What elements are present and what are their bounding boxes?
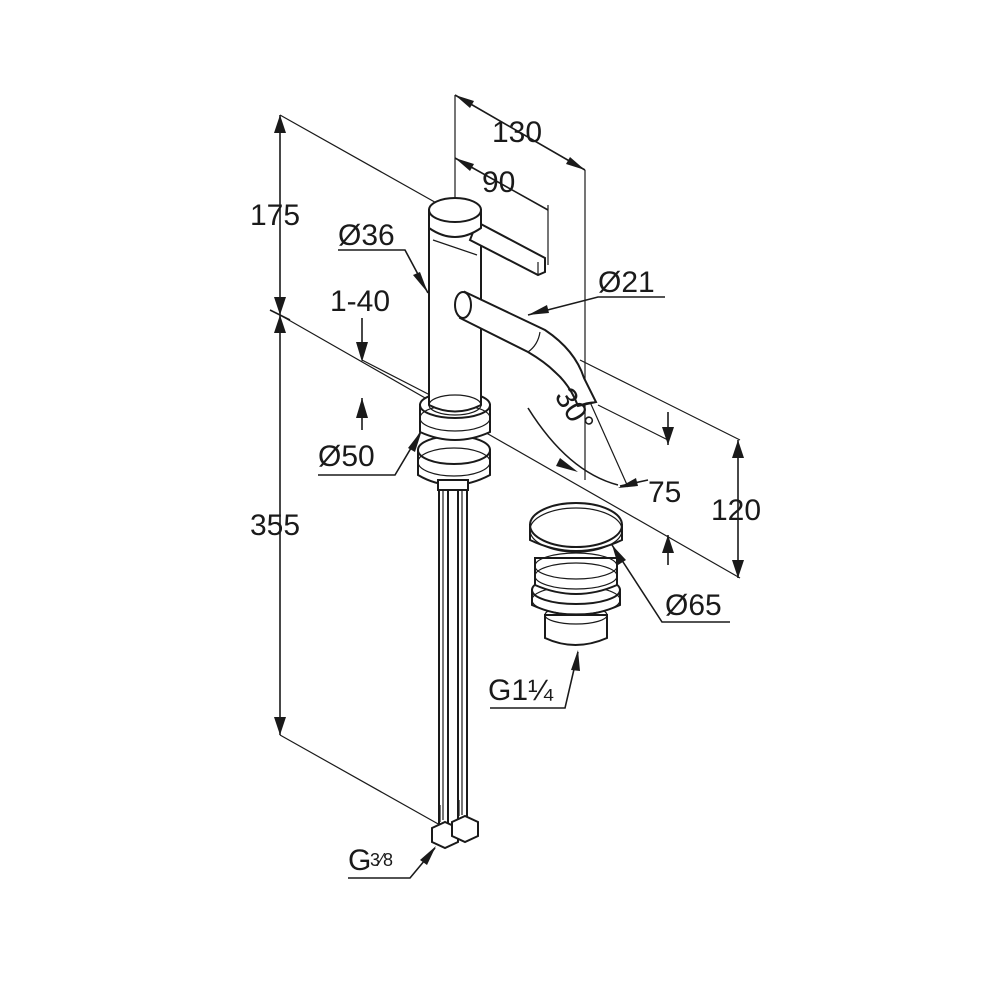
- dim-1-40: 1-40: [330, 285, 390, 318]
- dim-130: 130: [492, 116, 542, 149]
- dim-30: 30°: [548, 382, 600, 438]
- hose-connector-nuts: [431, 800, 479, 850]
- dim-175: 175: [250, 199, 300, 232]
- dim-36: Ø36: [338, 219, 395, 252]
- thread-hose-fraction: 3⁄8: [370, 850, 393, 870]
- thread-hose: G: [348, 844, 371, 877]
- thread-drain: G1¼: [488, 674, 554, 707]
- dim-90: 90: [482, 166, 515, 199]
- spout: [454, 290, 598, 408]
- dimension-labels: 130 90 175 Ø36 Ø21 1-40 30° Ø50 75 120 3…: [250, 116, 761, 877]
- dim-355: 355: [250, 509, 300, 542]
- dim-21: Ø21: [598, 266, 655, 299]
- faucet-body: [417, 197, 598, 850]
- dimension-lines: [269, 94, 744, 879]
- mounting-nut: [417, 435, 491, 491]
- dim-50: Ø50: [318, 440, 375, 473]
- drain-valve: [529, 502, 623, 646]
- dim-65: Ø65: [665, 589, 722, 622]
- dim-75: 75: [648, 476, 681, 509]
- faucet-column: [428, 219, 482, 416]
- lever-handle[interactable]: [428, 197, 546, 277]
- dim-120: 120: [711, 494, 761, 527]
